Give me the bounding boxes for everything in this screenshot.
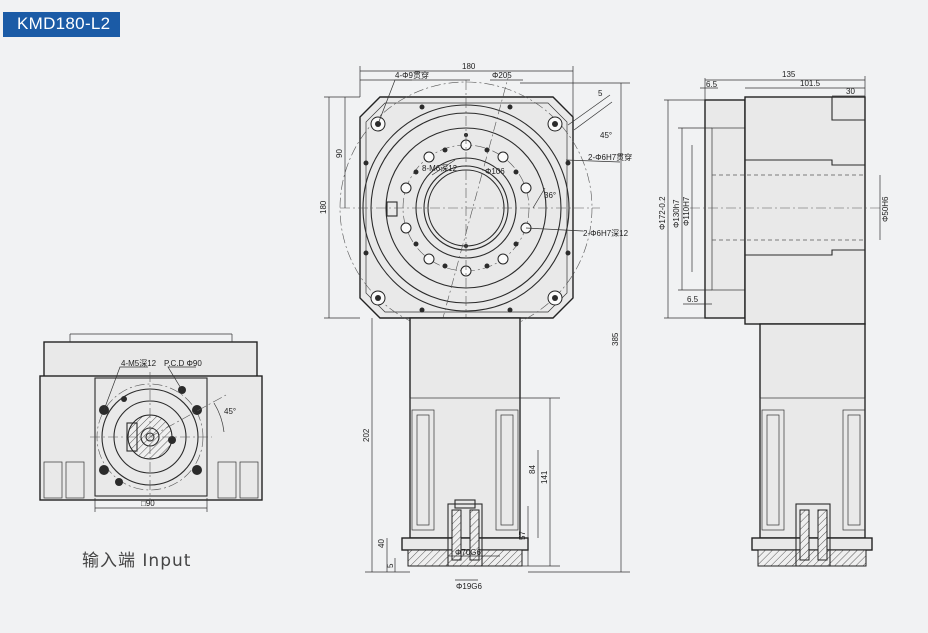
- input-dim-angle: 45°: [224, 407, 236, 416]
- front-dim-angle2: 36°: [544, 191, 556, 200]
- input-dim-pcd: P.C.D Φ90: [164, 359, 202, 368]
- front-dim-overall: 385: [611, 332, 620, 346]
- side-dim-1015: 101.5: [800, 79, 821, 88]
- front-dim-pin-holes2: 2-Φ6H7深12: [583, 229, 629, 238]
- side-view: 135 101.5 30 6.5 6.5 Φ172-0.2 Φ130h7 Φ11…: [658, 70, 890, 567]
- front-dim-tap-holes: 8-M6深12: [422, 164, 458, 173]
- side-dim-flange-thk: 6.5: [706, 80, 718, 89]
- front-dim-pin-holes: 2-Φ6H7贯穿: [588, 152, 632, 162]
- side-flange: [704, 99, 746, 319]
- side-dim-30: 30: [846, 87, 855, 96]
- front-view: 180 4-Φ9贯穿 Φ205 5 45° 2-Φ6H7贯穿 8-M6深12 Φ…: [319, 62, 632, 591]
- model-badge: KMD180-L2: [3, 12, 121, 37]
- front-dim-width: 180: [462, 62, 476, 71]
- input-dim-square: □90: [141, 499, 155, 508]
- front-dim-57: 57: [518, 531, 527, 540]
- side-dim-d3: Φ110H7: [682, 196, 691, 226]
- side-dim-d4: Φ50H6: [881, 196, 890, 222]
- front-dim-141: 141: [540, 470, 549, 484]
- front-dim-inner-pcd: Φ106: [485, 167, 505, 176]
- front-dim-pcd: Φ205: [492, 71, 512, 80]
- front-dim-shaft-inner: Φ70G6: [455, 548, 482, 557]
- front-dim-202: 202: [362, 428, 371, 442]
- side-body: [744, 96, 866, 325]
- side-dim-d1: Φ172-0.2: [658, 196, 667, 230]
- front-dim-flange-holes: 4-Φ9贯穿: [395, 70, 429, 80]
- input-dim-taps: 4-M5深12: [121, 359, 157, 368]
- input-view: 4-M5深12 P.C.D Φ90 45° □90: [39, 333, 263, 512]
- side-dim-total: 135: [782, 70, 796, 79]
- front-dim-half: 90: [335, 149, 344, 158]
- front-dim-5: 5: [386, 563, 395, 568]
- front-dim-shaft-outer: Φ19G6: [456, 582, 483, 591]
- front-dim-40: 40: [377, 539, 386, 548]
- input-caption: 输入端 Input: [82, 551, 192, 571]
- side-dim-d2: Φ130h7: [672, 199, 681, 228]
- front-dim-height: 180: [319, 200, 328, 214]
- front-dim-small: 5: [598, 89, 603, 98]
- input-top-plate: [43, 341, 258, 379]
- front-flange: [359, 96, 574, 319]
- front-body: [409, 317, 521, 539]
- side-dim-bottom: 6.5: [687, 295, 699, 304]
- front-dim-chamfer: 45°: [600, 131, 612, 140]
- front-dim-84: 84: [528, 465, 537, 474]
